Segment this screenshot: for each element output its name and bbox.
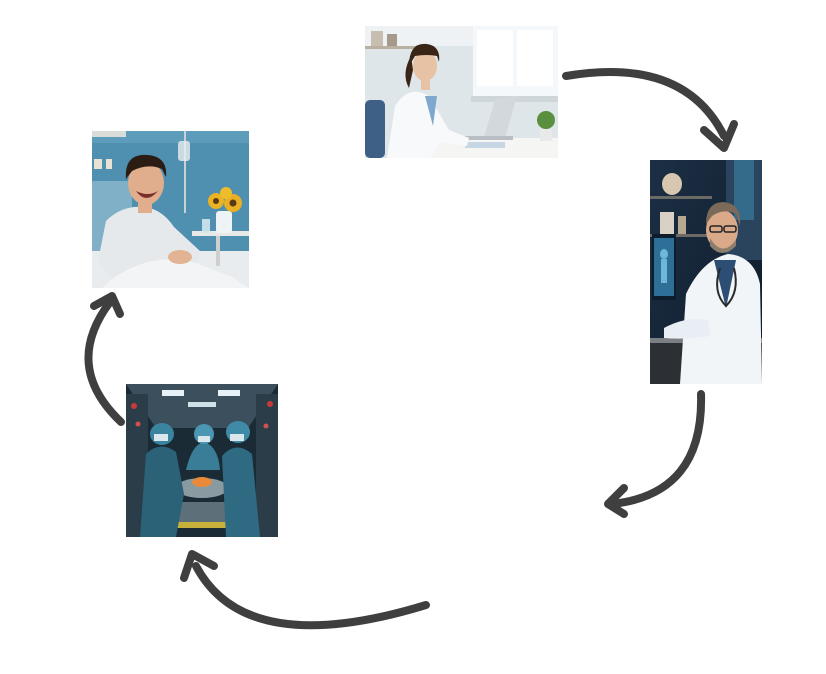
arrow-surgery-loop [192,562,430,630]
arrow-head-computer-to-surgery [604,484,628,518]
doctor-computer-photo [650,160,762,384]
patient-recovery-photo [92,131,249,288]
arrow-laptop-to-computer [562,68,728,140]
arrow-head-surgery-to-patient [90,292,124,318]
arrow-head-laptop-to-computer [700,120,738,152]
doctor-laptop-photo [365,26,558,158]
surgery-photo [126,384,278,537]
arrow-computer-to-surgery [608,390,706,508]
arrow-surgery-to-patient [84,298,125,426]
arrow-head-surgery-loop [180,550,218,582]
